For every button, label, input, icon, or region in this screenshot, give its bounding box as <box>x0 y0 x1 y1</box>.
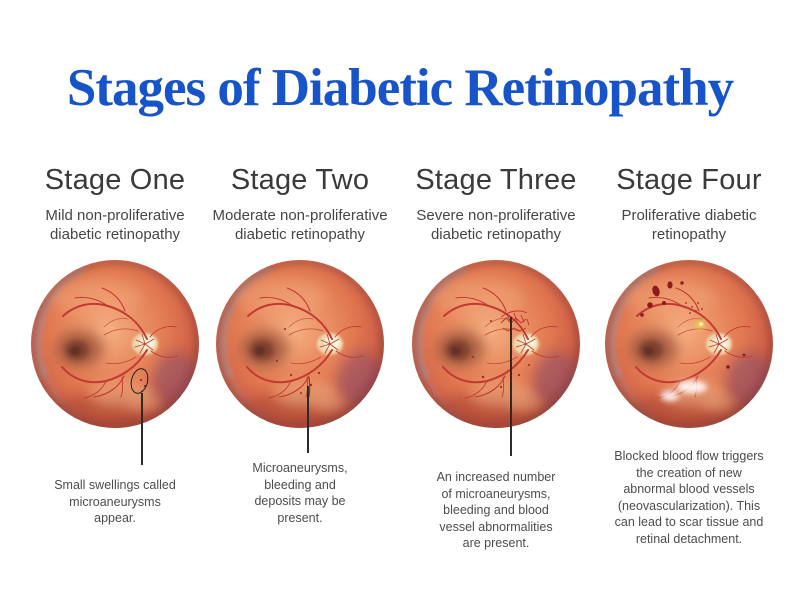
stage-three-heading: Stage Three <box>415 164 577 196</box>
retina-illustration-stage-two <box>215 259 385 429</box>
stage-three-caption: An increased number of microaneurysms, b… <box>436 470 556 550</box>
stage-two-column: Stage Two Moderate non-proliferative dia… <box>207 164 393 595</box>
stage-four-column: Stage Four Proliferative diabetic retino… <box>596 164 782 595</box>
stage-one-column: Stage One Mild non-proliferative diabeti… <box>22 164 208 595</box>
annotation-pointer-line <box>307 386 309 453</box>
stage-four-heading: Stage Four <box>616 164 762 196</box>
annotation-pointer-line <box>141 393 143 465</box>
retina-illustration-stage-four <box>604 259 774 429</box>
stage-three-column: Stage Three Severe non-proliferative dia… <box>403 164 589 595</box>
stage-one-subtitle: Mild non-proliferative diabetic retinopa… <box>45 206 185 244</box>
stage-two-subtitle: Moderate non-proliferative diabetic reti… <box>212 206 388 244</box>
stage-one-caption: Small swellings called microaneurysms ap… <box>54 478 176 525</box>
stage-four-caption: Blocked blood flow triggers the creation… <box>614 449 764 546</box>
stage-three-subtitle: Severe non-proliferative diabetic retino… <box>416 206 576 244</box>
retina-illustration-stage-three <box>411 259 581 429</box>
annotation-pointer-line <box>510 317 512 456</box>
stage-one-heading: Stage One <box>44 164 186 196</box>
page-title: Stages of Diabetic Retinopathy <box>66 59 734 117</box>
stage-two-caption: Microaneurysms, bleeding and deposits ma… <box>252 461 348 525</box>
stage-two-heading: Stage Two <box>230 164 370 196</box>
retina-illustration-stage-one <box>30 259 200 429</box>
stage-four-subtitle: Proliferative diabetic retinopathy <box>621 206 757 244</box>
